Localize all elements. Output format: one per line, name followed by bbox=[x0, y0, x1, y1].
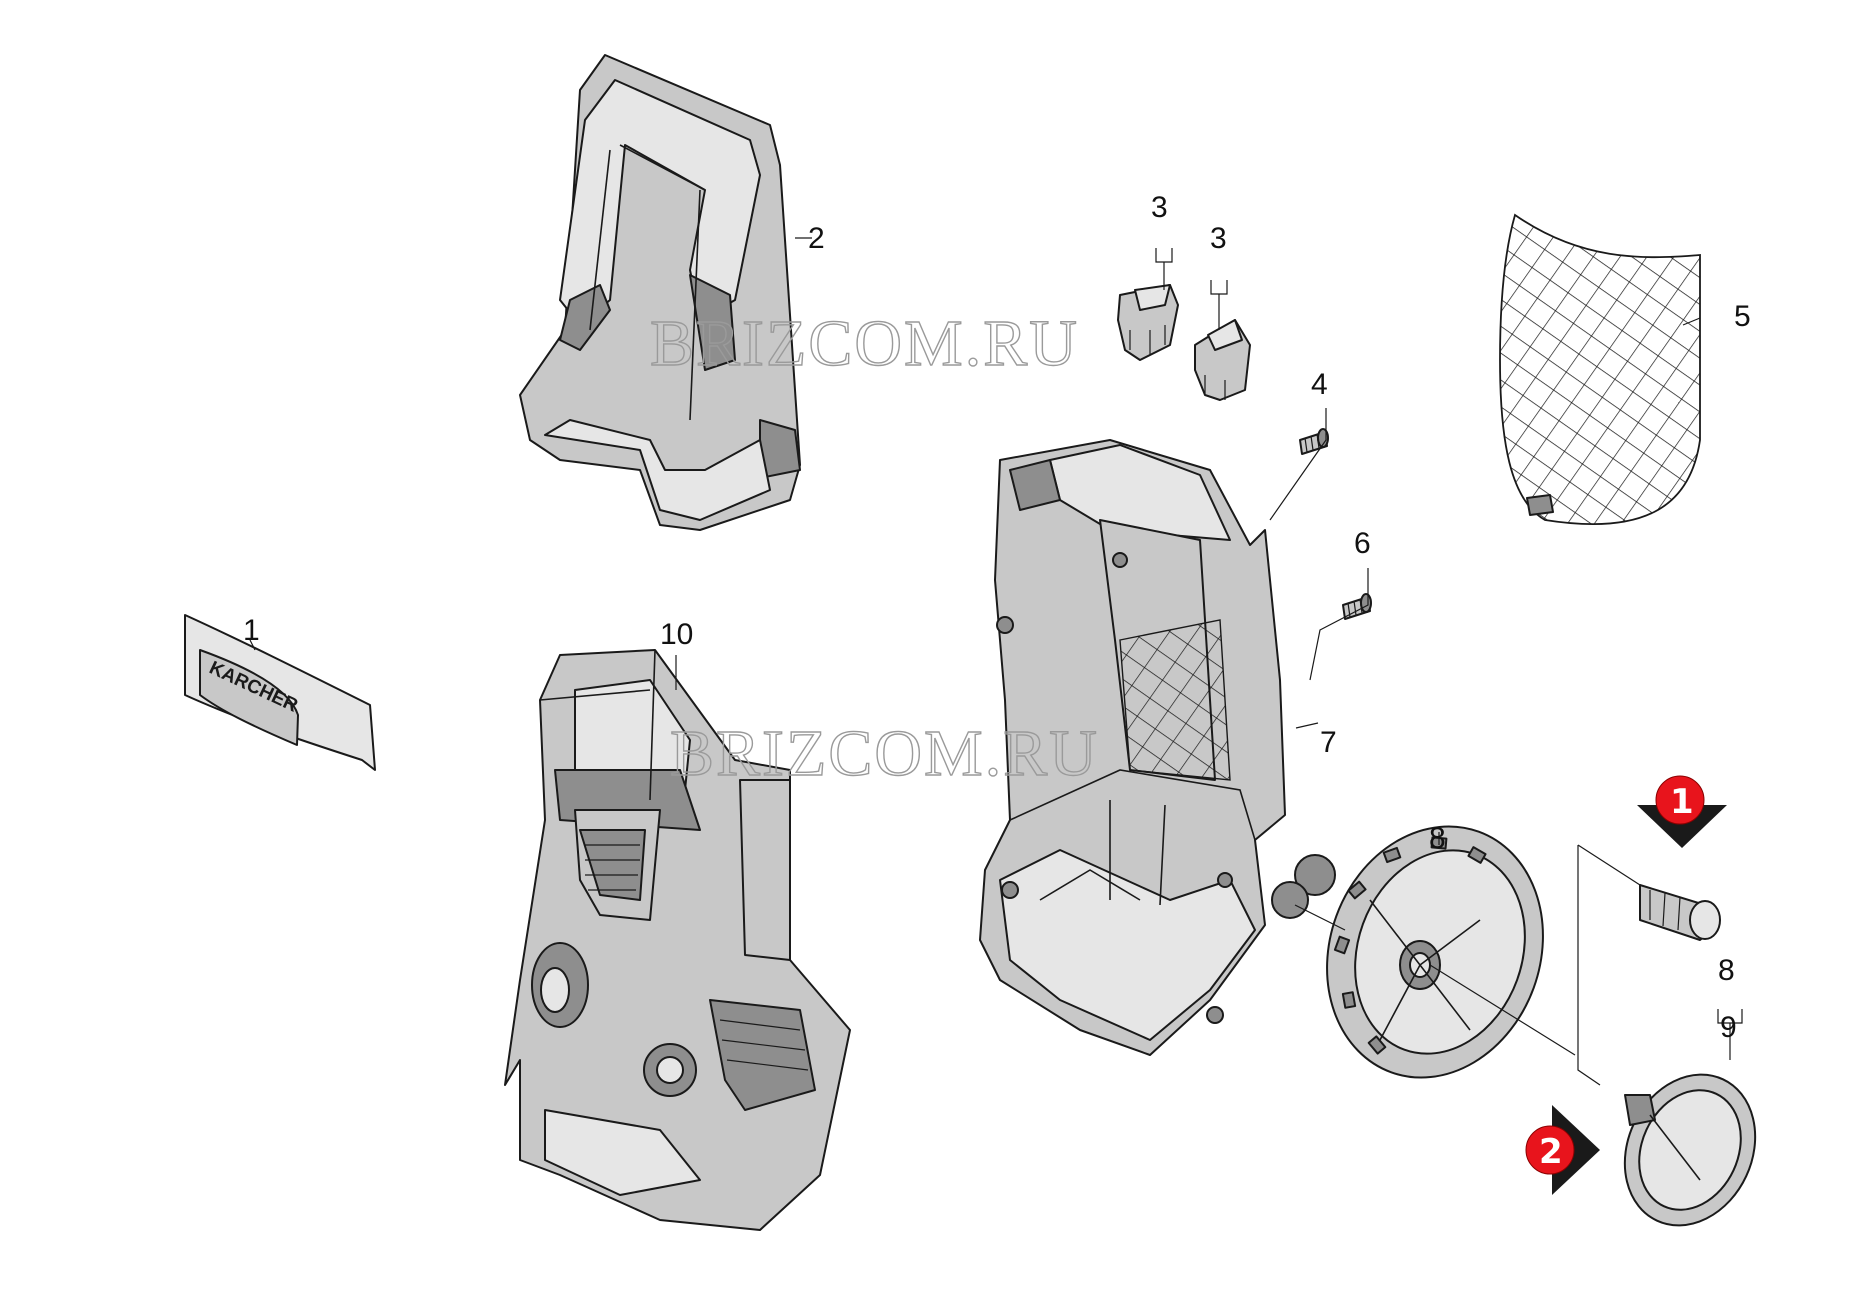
callout-6: 6 bbox=[1354, 527, 1371, 560]
part-5-net bbox=[1499, 213, 1701, 526]
marker-1: 1 bbox=[1637, 775, 1727, 848]
part-1-badge: KARCHER bbox=[184, 614, 376, 771]
callout-8-hub: 8 bbox=[1718, 954, 1735, 987]
part-3-clip-a bbox=[1117, 284, 1179, 361]
part-7-chassis bbox=[979, 439, 1336, 1056]
callout-10: 10 bbox=[660, 618, 693, 651]
axle-stub-lower bbox=[1271, 881, 1309, 919]
callout-7: 7 bbox=[1320, 726, 1337, 759]
callout-3a: 3 bbox=[1151, 191, 1168, 224]
leader-lines bbox=[249, 237, 1743, 1086]
part-2-handle-frame bbox=[519, 54, 801, 531]
callout-5: 5 bbox=[1734, 300, 1751, 333]
part-9-hub-cap bbox=[1623, 1073, 1757, 1227]
callout-3b: 3 bbox=[1210, 222, 1227, 255]
svg-text:2: 2 bbox=[1539, 1132, 1563, 1172]
watermark-top: BRIZCOM.RU bbox=[650, 307, 1079, 380]
axle-pin bbox=[1639, 884, 1721, 941]
callout-4: 4 bbox=[1311, 368, 1328, 401]
callout-9: 9 bbox=[1720, 1011, 1737, 1044]
part-10-housing bbox=[504, 649, 851, 1231]
watermarks: BRIZCOM.RU BRIZCOM.RU bbox=[649, 306, 1099, 790]
chassis-mesh bbox=[1119, 619, 1231, 781]
part-6-screw bbox=[1342, 593, 1372, 620]
axle-stub-upper bbox=[1294, 854, 1336, 896]
callout-2: 2 bbox=[808, 222, 825, 255]
svg-text:1: 1 bbox=[1670, 782, 1694, 822]
part-3-clip-b bbox=[1194, 319, 1251, 401]
right-arrow-icon bbox=[1552, 1105, 1600, 1195]
callout-1: 1 bbox=[243, 614, 260, 647]
part-4-screw bbox=[1299, 428, 1329, 455]
callout-labels: 1 2 3 3 4 5 6 7 8 8 9 10 bbox=[243, 191, 1751, 1044]
down-arrow-icon bbox=[1637, 805, 1727, 848]
watermark-middle: BRIZCOM.RU bbox=[670, 717, 1099, 790]
callout-8-wheel: 8 bbox=[1429, 822, 1446, 855]
marker-2: 2 bbox=[1525, 1105, 1600, 1195]
part-8-wheel bbox=[1326, 825, 1544, 1079]
